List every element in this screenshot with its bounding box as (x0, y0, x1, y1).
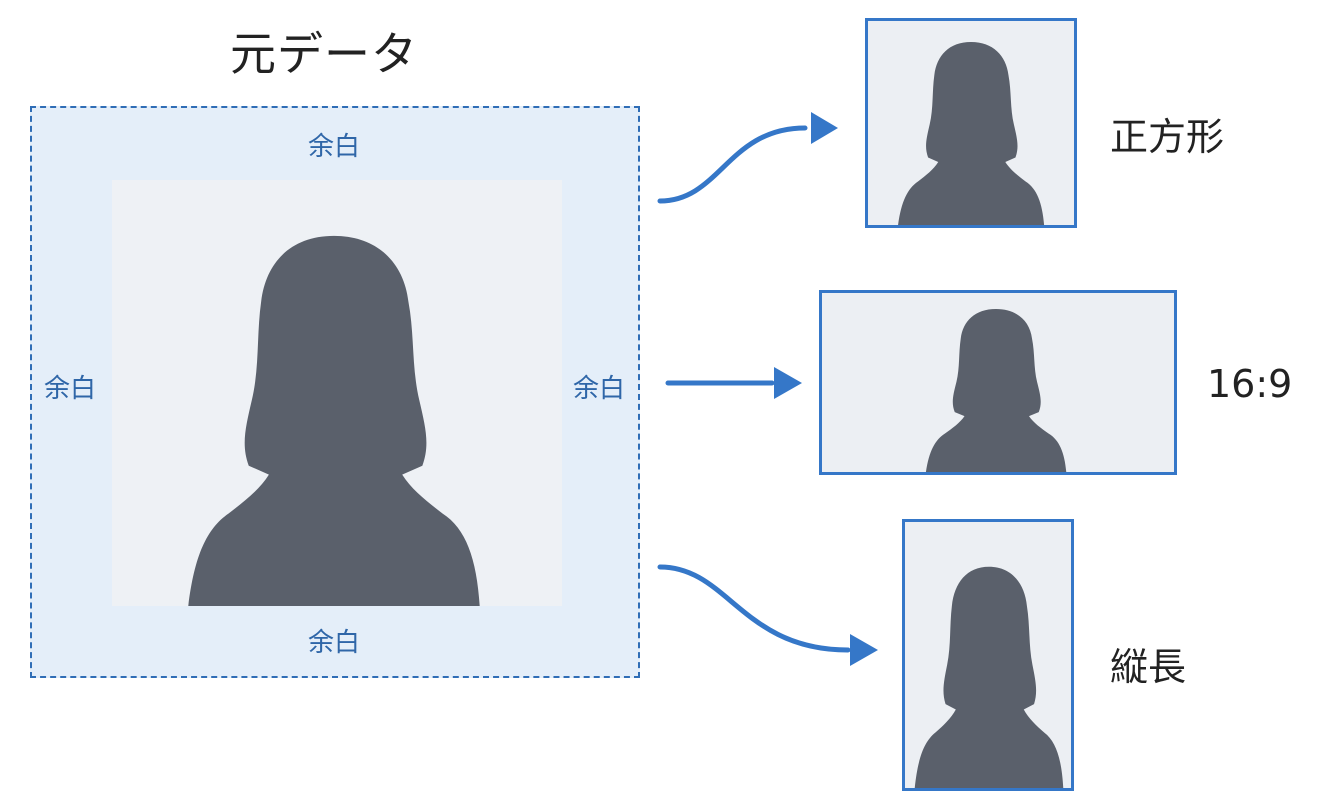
arrowhead-square-icon (811, 112, 838, 144)
crop-label-tall: 縦長 (1110, 645, 1187, 689)
crop-preview-wide (819, 290, 1177, 475)
margin-label-left: 余白 (44, 374, 97, 404)
person-silhouette-icon (910, 556, 1068, 788)
crop-label-square: 正方形 (1110, 115, 1225, 159)
person-silhouette-icon (893, 33, 1049, 228)
crop-preview-square (865, 18, 1077, 228)
source-photo (112, 180, 562, 606)
margin-label-bottom: 余白 (308, 628, 361, 658)
arrow-to-tall-icon (657, 564, 851, 653)
source-image-frame: 余白 余白 余白 余白 (30, 106, 640, 678)
crop-preview-tall (902, 519, 1074, 791)
arrowhead-tall-icon (850, 634, 878, 666)
margin-label-top: 余白 (308, 132, 361, 162)
person-silhouette-icon (921, 301, 1071, 475)
arrow-to-square-icon (657, 125, 808, 204)
diagram-title: 元データ (230, 27, 418, 81)
margin-label-right: 余白 (573, 374, 626, 404)
crop-label-wide: 16:9 (1207, 362, 1293, 406)
arrowhead-wide-icon (774, 367, 802, 399)
